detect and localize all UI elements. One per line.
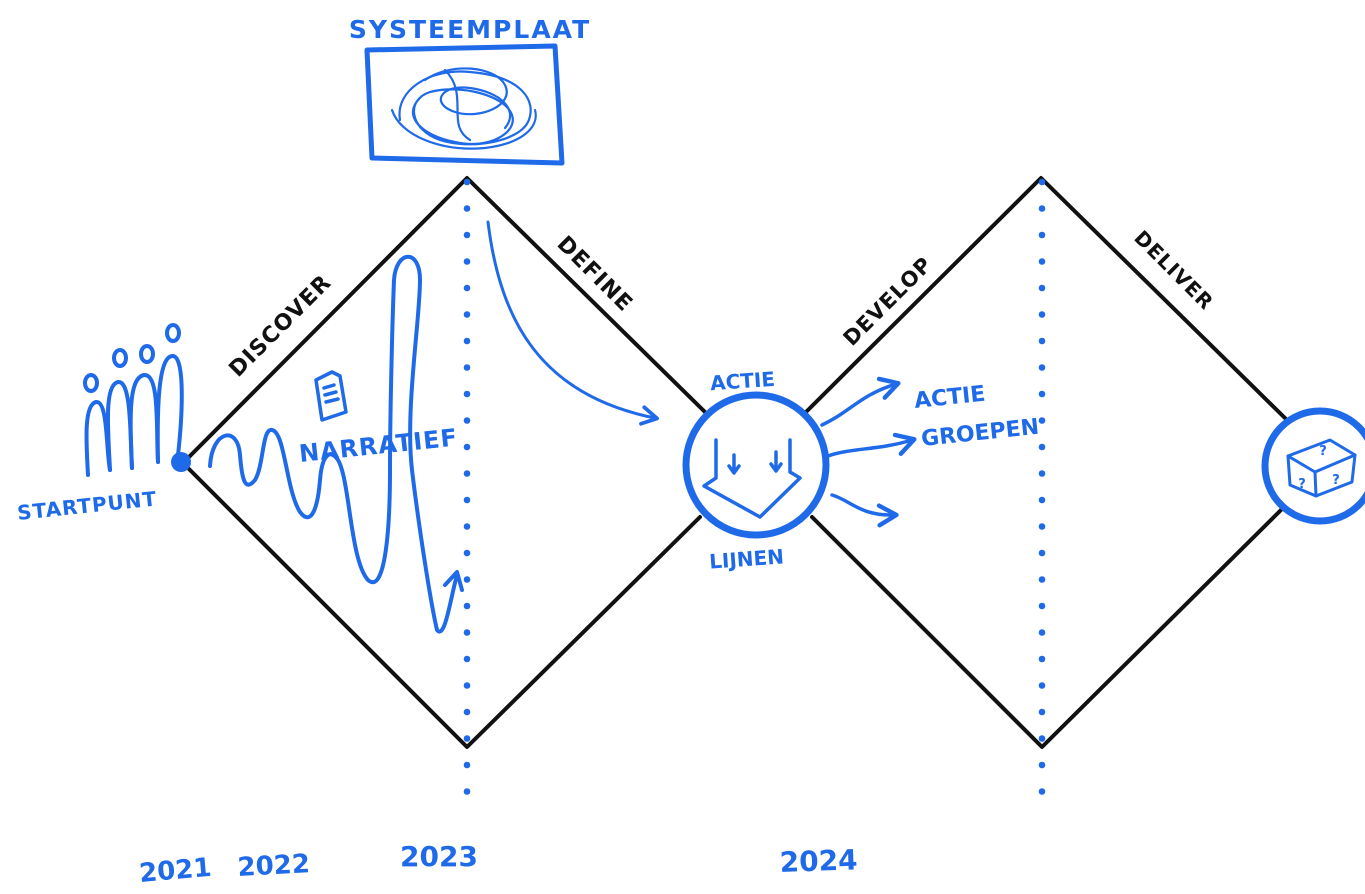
- divider-dot: [463, 549, 471, 557]
- phase-label-develop: DEVELOP: [839, 252, 937, 350]
- divider-dot: [1038, 470, 1046, 477]
- divider-dot: [1038, 284, 1046, 292]
- divider-dot: [1038, 443, 1046, 451]
- divider-dot: [463, 231, 471, 239]
- divider-dot: [463, 205, 471, 212]
- divider-dot: [1038, 761, 1046, 769]
- dotted-dividers: [463, 178, 1046, 795]
- people-icon: [83, 323, 184, 477]
- divider-dot: [463, 258, 471, 265]
- start-point-dot: [171, 452, 191, 472]
- divider-dot: [1038, 390, 1046, 398]
- lijnen-label: LIJNEN: [708, 544, 784, 573]
- divider-dot: [1038, 496, 1046, 504]
- narratief-squiggle: [208, 254, 459, 634]
- phase-label-deliver: DELIVER: [1129, 226, 1218, 315]
- divider-dot: [463, 682, 471, 689]
- divider-dot: [1038, 735, 1046, 742]
- divider-2024: [1038, 178, 1046, 795]
- first-diamond-lower-outline: [181, 461, 702, 749]
- divider-dot: [463, 443, 471, 451]
- divider-dot: [463, 337, 471, 345]
- divider-dot: [1038, 682, 1046, 689]
- narratief-label: NARRATIEF: [298, 423, 459, 468]
- divider-dot: [463, 523, 471, 530]
- first-diamond-outline: [181, 176, 708, 465]
- divider-dot: [463, 708, 471, 716]
- divider-dot: [1038, 205, 1046, 212]
- actie-groepen-label-line1: ACTIE: [913, 382, 987, 414]
- actie-lijnen-circle: [682, 391, 830, 539]
- divider-dot: [1038, 576, 1046, 583]
- svg-text:?: ?: [1319, 444, 1327, 459]
- package-question-icon: ? ? ?: [1286, 438, 1357, 498]
- divider-dot: [1038, 708, 1046, 716]
- scribble-icon: [364, 43, 565, 166]
- divider-dot: [1038, 364, 1046, 371]
- define-arrow: [486, 220, 659, 426]
- year-label-2022: 2022: [237, 849, 311, 883]
- divider-dot: [1038, 258, 1046, 265]
- svg-text:?: ?: [1332, 473, 1340, 488]
- divider-dot: [463, 470, 471, 477]
- divider-dot: [1038, 788, 1046, 795]
- divider-dot: [463, 390, 471, 398]
- package-circle: [1261, 407, 1365, 525]
- divider-dot: [463, 761, 471, 769]
- second-diamond-outline: [804, 176, 1289, 422]
- document-icon: [314, 370, 348, 422]
- divider-dot: [1038, 417, 1046, 424]
- systeemplaat-label: SYSTEEMPLAAT: [349, 15, 591, 44]
- year-label-2024: 2024: [779, 843, 858, 879]
- divider-dot: [463, 576, 471, 583]
- divider-dot: [1038, 549, 1046, 557]
- divider-dot: [1038, 178, 1046, 186]
- converging-arrows-icon: [702, 438, 802, 519]
- divider-dot: [463, 735, 471, 742]
- divider-dot: [463, 496, 471, 504]
- divider-dot: [1038, 523, 1046, 530]
- second-diamond-lower-outline: [810, 506, 1285, 749]
- divider-dot: [463, 655, 471, 663]
- divider-dot: [463, 311, 471, 318]
- divider-dot: [1038, 231, 1046, 239]
- actie-label: ACTIE: [709, 367, 775, 395]
- divider-dot: [463, 417, 471, 424]
- divider-dot: [463, 602, 471, 610]
- divider-dot: [1038, 311, 1046, 318]
- year-label-2021: 2021: [138, 853, 213, 889]
- diamond-outlines: [181, 176, 1289, 749]
- narratief-arrow-tip: [443, 570, 464, 592]
- divider-dot: [1038, 337, 1046, 345]
- divider-dot: [1038, 629, 1046, 636]
- divider-dot: [1038, 602, 1046, 610]
- startpunt-label: STARTPUNT: [16, 486, 158, 525]
- divider-2023: [463, 178, 471, 795]
- divider-dot: [463, 178, 471, 186]
- svg-text:?: ?: [1298, 477, 1306, 492]
- divider-dot: [463, 284, 471, 292]
- actie-groepen-label-line2: GROEPEN: [920, 415, 1040, 452]
- divider-dot: [463, 364, 471, 371]
- divider-dot: [1038, 655, 1046, 663]
- actie-groepen-arrows: [820, 376, 917, 528]
- year-label-2023: 2023: [400, 840, 478, 873]
- divider-dot: [463, 788, 471, 795]
- divider-dot: [463, 629, 471, 636]
